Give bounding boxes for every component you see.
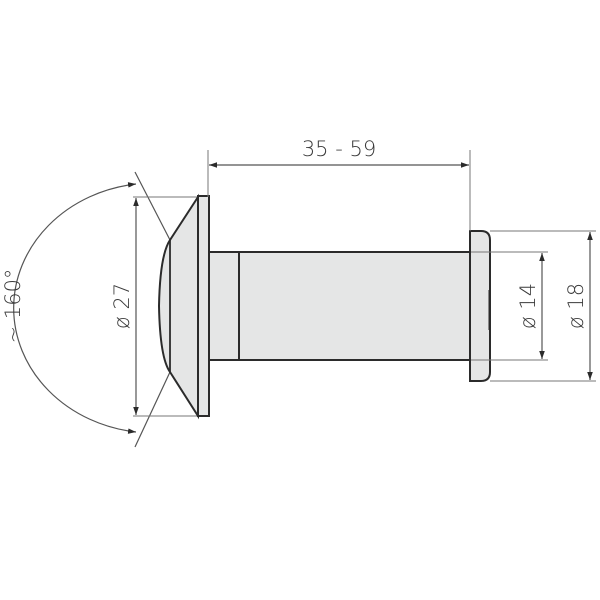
length-label: 35 - 59 <box>302 137 376 161</box>
head-extension-lines <box>133 196 200 417</box>
flange <box>197 195 210 417</box>
head-diameter-dimension: ø 27 <box>110 198 139 415</box>
cap-diameter-dimension: ø 18 <box>490 230 596 382</box>
length-dimension: 35 - 59 <box>207 137 471 231</box>
head-diameter-label: ø 27 <box>110 283 134 329</box>
tube-diameter-dimension: ø 14 <box>471 251 548 361</box>
cap-diameter-label: ø 18 <box>564 283 588 329</box>
tube <box>208 251 472 361</box>
tube-diameter-label: ø 14 <box>516 283 540 329</box>
lens-cone <box>157 193 199 420</box>
viewing-angle-lines <box>134 171 171 448</box>
end-cap <box>469 230 491 382</box>
viewing-angle-label: ~ 160° <box>1 269 25 344</box>
viewing-angle-arc <box>13 182 137 434</box>
